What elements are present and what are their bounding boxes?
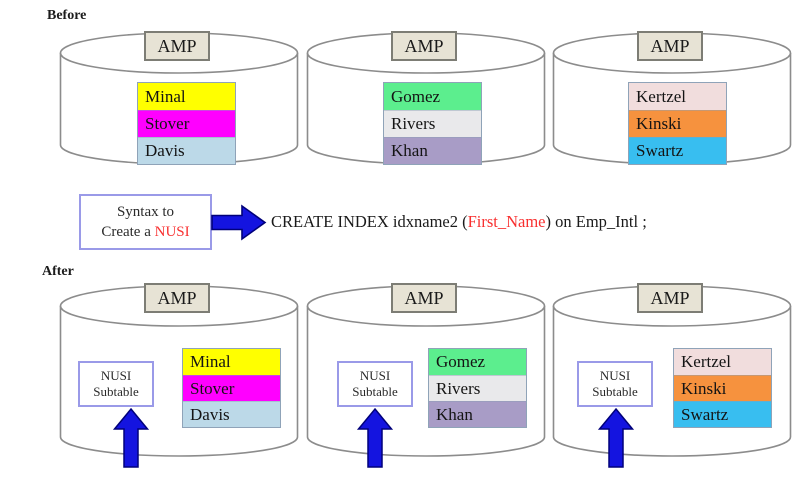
- amp-label-box: AMP: [144, 31, 210, 61]
- row-label: Minal: [145, 86, 186, 106]
- amp-label-box: AMP: [637, 283, 703, 313]
- row-label: Rivers: [391, 114, 436, 133]
- row-label: Stover: [190, 378, 235, 398]
- amp-label-box: AMP: [144, 283, 210, 313]
- row-label: Kertzel: [636, 86, 687, 106]
- table-row: Rivers: [384, 110, 481, 137]
- table-row: Gomez: [384, 83, 481, 110]
- amp-label: AMP: [404, 287, 444, 308]
- table-row: Swartz: [629, 137, 726, 164]
- up-arrow-icon: [356, 407, 394, 468]
- create-index-statement: CREATE INDEX idxname2 (First_Name) on Em…: [271, 212, 647, 231]
- up-arrow-icon: [597, 407, 635, 468]
- nusi-keyword: NUSI: [154, 224, 190, 240]
- right-arrow-icon: [211, 204, 267, 241]
- row-label: Rivers: [436, 378, 481, 398]
- nusi-subtable-box: NUSI Subtable: [577, 361, 653, 407]
- nusi-subtable-box: NUSI Subtable: [78, 361, 154, 407]
- name-table: Minal Stover Davis: [137, 82, 236, 165]
- table-row: Kertzel: [629, 83, 726, 110]
- after-label: After: [42, 264, 74, 279]
- table-row: Minal: [183, 349, 280, 375]
- row-label: Kinski: [636, 114, 682, 133]
- statement-column-highlight: First_Name: [467, 212, 546, 231]
- table-row: Kinski: [629, 110, 726, 137]
- amp-label: AMP: [157, 287, 197, 308]
- table-row: Kertzel: [674, 349, 771, 375]
- nusi-subtable-box: NUSI Subtable: [337, 361, 413, 407]
- table-row: Minal: [138, 83, 235, 110]
- table-row: Stover: [183, 375, 280, 401]
- amp-label: AMP: [650, 287, 690, 308]
- name-table: Gomez Rivers Khan: [383, 82, 482, 165]
- amp-label-box: AMP: [391, 283, 457, 313]
- row-label: Kinski: [681, 378, 727, 398]
- before-label: Before: [47, 8, 87, 23]
- name-table: Kertzel Kinski Swartz: [673, 348, 772, 428]
- amp-label: AMP: [404, 35, 444, 56]
- table-row: Stover: [138, 110, 235, 137]
- up-arrow-icon: [112, 407, 150, 468]
- row-label: Minal: [190, 352, 231, 371]
- amp-label: AMP: [157, 35, 197, 56]
- amp-label: AMP: [650, 35, 690, 56]
- syntax-callout-box: Syntax to Create a NUSI: [79, 194, 212, 250]
- amp-label-box: AMP: [391, 31, 457, 61]
- table-row: Khan: [429, 401, 526, 427]
- row-label: Swartz: [636, 141, 684, 160]
- name-table: Kertzel Kinski Swartz: [628, 82, 727, 165]
- row-label: Davis: [145, 141, 185, 160]
- table-row: Davis: [183, 401, 280, 427]
- amp-label-box: AMP: [637, 31, 703, 61]
- table-row: Davis: [138, 137, 235, 164]
- name-table: Gomez Rivers Khan: [428, 348, 527, 428]
- table-row: Gomez: [429, 349, 526, 375]
- syntax-line: Create a NUSI: [101, 224, 190, 240]
- table-row: Rivers: [429, 375, 526, 401]
- row-label: Davis: [190, 404, 230, 424]
- row-label: Stover: [145, 114, 190, 133]
- row-label: Gomez: [391, 86, 441, 106]
- table-row: Swartz: [674, 401, 771, 427]
- row-label: Gomez: [436, 352, 486, 371]
- name-table: Minal Stover Davis: [182, 348, 281, 428]
- row-label: Khan: [436, 404, 473, 424]
- table-row: Khan: [384, 137, 481, 164]
- table-row: Kinski: [674, 375, 771, 401]
- row-label: Khan: [391, 141, 428, 160]
- row-label: Swartz: [681, 404, 729, 424]
- syntax-line: Syntax to: [116, 204, 175, 220]
- row-label: Kertzel: [681, 352, 732, 371]
